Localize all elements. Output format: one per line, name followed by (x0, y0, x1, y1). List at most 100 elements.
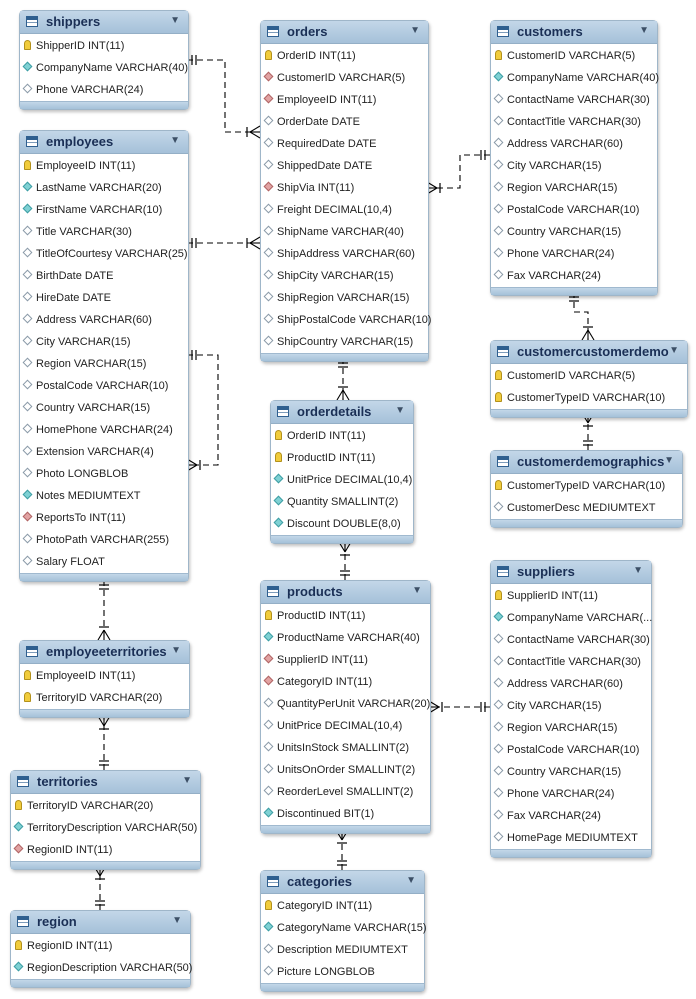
collapse-arrow-icon[interactable]: ▼ (410, 25, 420, 36)
column-row[interactable]: RegionID INT(11) (11, 935, 190, 957)
column-row[interactable]: CompanyName VARCHAR(... (491, 607, 652, 629)
relationship-region-territories[interactable] (93, 865, 107, 910)
table-header[interactable]: customercustomerdemo▼ (491, 341, 687, 364)
table-customers[interactable]: customers▼CustomerID VARCHAR(5)CompanyNa… (490, 20, 659, 296)
column-row[interactable]: ReportsTo INT(11) (20, 507, 188, 529)
column-row[interactable]: QuantityPerUnit VARCHAR(20) (261, 693, 430, 715)
relationship-suppliers-products[interactable] (428, 700, 490, 714)
column-row[interactable]: ContactName VARCHAR(30) (491, 629, 651, 651)
column-row[interactable]: ShipRegion VARCHAR(15) (261, 287, 428, 309)
column-row[interactable]: City VARCHAR(15) (491, 695, 651, 717)
column-row[interactable]: TitleOfCourtesy VARCHAR(25) (20, 243, 188, 265)
table-header[interactable]: region▼ (11, 911, 190, 934)
table-orderdetails[interactable]: orderdetails▼OrderID INT(11)ProductID IN… (270, 400, 414, 544)
column-row[interactable]: Photo LONGBLOB (20, 463, 188, 485)
column-row[interactable]: CategoryID INT(11) (261, 895, 424, 917)
column-row[interactable]: UnitPrice DECIMAL(10,4) (261, 715, 430, 737)
collapse-arrow-icon[interactable]: ▼ (412, 585, 422, 596)
column-row[interactable]: EmployeeID INT(11) (20, 665, 189, 687)
column-row[interactable]: Freight DECIMAL(10,4) (261, 199, 428, 221)
collapse-arrow-icon[interactable]: ▼ (170, 15, 180, 26)
column-row[interactable]: Discontinued BIT(1) (261, 803, 430, 825)
column-row[interactable]: CustomerID VARCHAR(5) (261, 67, 428, 89)
relationship-employees-orders[interactable] (187, 236, 261, 250)
table-territories[interactable]: territories▼TerritoryID VARCHAR(20)Terri… (10, 770, 201, 870)
column-row[interactable]: CategoryName VARCHAR(15) (261, 917, 427, 939)
column-row[interactable]: Region VARCHAR(15) (20, 353, 188, 375)
column-row[interactable]: OrderID INT(11) (271, 425, 413, 447)
column-row[interactable]: Discount DOUBLE(8,0) (271, 513, 413, 535)
column-row[interactable]: ShipName VARCHAR(40) (261, 221, 428, 243)
table-header[interactable]: products▼ (261, 581, 430, 604)
column-row[interactable]: CompanyName VARCHAR(40) (20, 57, 188, 79)
column-row[interactable]: ProductName VARCHAR(40) (261, 627, 430, 649)
column-row[interactable]: FirstName VARCHAR(10) (20, 199, 188, 221)
column-row[interactable]: Address VARCHAR(60) (491, 133, 657, 155)
column-row[interactable]: City VARCHAR(15) (491, 155, 657, 177)
table-suppliers[interactable]: suppliers▼SupplierID INT(11)CompanyName … (490, 560, 652, 858)
table-region[interactable]: region▼RegionID INT(11)RegionDescription… (10, 910, 192, 988)
collapse-arrow-icon[interactable]: ▼ (639, 25, 649, 36)
column-row[interactable]: OrderID INT(11) (261, 45, 428, 67)
column-row[interactable]: RegionID INT(11) (11, 839, 200, 861)
column-row[interactable]: Description MEDIUMTEXT (261, 939, 424, 961)
column-row[interactable]: RegionDescription VARCHAR(50) (11, 957, 192, 979)
column-row[interactable]: Notes MEDIUMTEXT (20, 485, 188, 507)
column-row[interactable]: Country VARCHAR(15) (20, 397, 188, 419)
column-row[interactable]: ProductID INT(11) (261, 605, 430, 627)
column-row[interactable]: TerritoryID VARCHAR(20) (20, 687, 189, 709)
column-row[interactable]: Phone VARCHAR(24) (491, 783, 651, 805)
column-row[interactable]: City VARCHAR(15) (20, 331, 188, 353)
column-row[interactable]: BirthDate DATE (20, 265, 188, 287)
relationship-products-orderdetails[interactable] (338, 541, 352, 580)
column-row[interactable]: CustomerDesc MEDIUMTEXT (491, 497, 682, 519)
table-header[interactable]: territories▼ (11, 771, 200, 794)
relationship-categories-products[interactable] (335, 829, 349, 870)
table-header[interactable]: suppliers▼ (491, 561, 651, 584)
column-row[interactable]: PostalCode VARCHAR(10) (491, 739, 651, 761)
column-row[interactable]: Title VARCHAR(30) (20, 221, 188, 243)
column-row[interactable]: Fax VARCHAR(24) (491, 805, 651, 827)
column-row[interactable]: Region VARCHAR(15) (491, 717, 651, 739)
column-row[interactable]: CustomerID VARCHAR(5) (491, 365, 687, 387)
collapse-arrow-icon[interactable]: ▼ (182, 775, 192, 786)
column-row[interactable]: ShippedDate DATE (261, 155, 428, 177)
column-row[interactable]: PostalCode VARCHAR(10) (491, 199, 657, 221)
table-header[interactable]: employeeterritories▼ (20, 641, 189, 664)
table-header[interactable]: orderdetails▼ (271, 401, 413, 424)
column-row[interactable]: ProductID INT(11) (271, 447, 413, 469)
column-row[interactable]: PostalCode VARCHAR(10) (20, 375, 188, 397)
column-row[interactable]: CompanyName VARCHAR(40) (491, 67, 659, 89)
column-row[interactable]: EmployeeID INT(11) (20, 155, 188, 177)
column-row[interactable]: Extension VARCHAR(4) (20, 441, 188, 463)
column-row[interactable]: HomePage MEDIUMTEXT (491, 827, 651, 849)
collapse-arrow-icon[interactable]: ▼ (395, 405, 405, 416)
relationship-customers-customercustomerdemo[interactable] (569, 292, 595, 341)
column-row[interactable]: UnitsInStock SMALLINT(2) (261, 737, 430, 759)
collapse-arrow-icon[interactable]: ▼ (172, 915, 182, 926)
relationship-orders-orderdetails[interactable] (336, 358, 350, 401)
relationship-customers-orders[interactable] (426, 150, 490, 195)
column-row[interactable]: Salary FLOAT (20, 551, 188, 573)
collapse-arrow-icon[interactable]: ▼ (633, 565, 643, 576)
column-row[interactable]: ShipCountry VARCHAR(15) (261, 331, 428, 353)
column-row[interactable]: PhotoPath VARCHAR(255) (20, 529, 188, 551)
column-row[interactable]: EmployeeID INT(11) (261, 89, 428, 111)
column-row[interactable]: Quantity SMALLINT(2) (271, 491, 413, 513)
table-customerdemographics[interactable]: customerdemographics▼CustomerTypeID VARC… (490, 450, 683, 528)
relationship-customerdemographics-customercustomerdemo[interactable] (581, 412, 595, 450)
column-row[interactable]: ContactTitle VARCHAR(30) (491, 111, 657, 133)
column-row[interactable]: ReorderLevel SMALLINT(2) (261, 781, 430, 803)
table-shippers[interactable]: shippers▼ShipperID INT(11)CompanyName VA… (19, 10, 189, 110)
column-row[interactable]: Region VARCHAR(15) (491, 177, 657, 199)
column-row[interactable]: ShipAddress VARCHAR(60) (261, 243, 428, 265)
column-row[interactable]: ShipVia INT(11) (261, 177, 428, 199)
table-employees[interactable]: employees▼EmployeeID INT(11)LastName VAR… (19, 130, 189, 582)
collapse-arrow-icon[interactable]: ▼ (406, 875, 416, 886)
column-row[interactable]: Address VARCHAR(60) (491, 673, 651, 695)
column-row[interactable]: CategoryID INT(11) (261, 671, 430, 693)
column-row[interactable]: CustomerID VARCHAR(5) (491, 45, 657, 67)
collapse-arrow-icon[interactable]: ▼ (170, 135, 180, 146)
column-row[interactable]: Address VARCHAR(60) (20, 309, 188, 331)
column-row[interactable]: SupplierID INT(11) (491, 585, 651, 607)
